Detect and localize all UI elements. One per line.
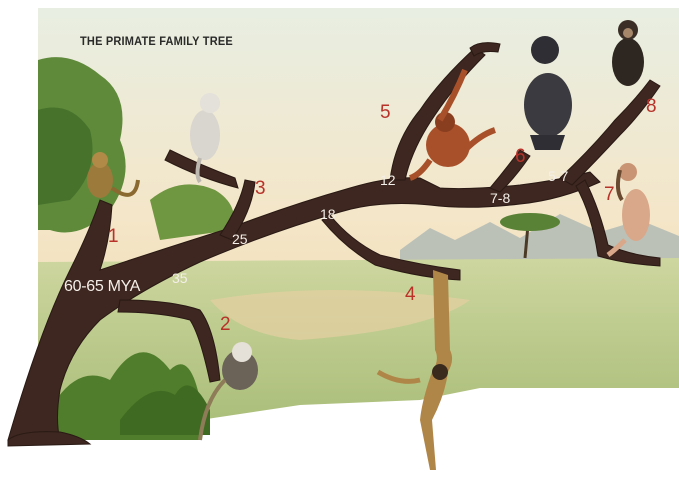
age-label-5-7: 5-7: [548, 168, 568, 184]
primate-number-3: 3: [255, 178, 266, 200]
primate-number-1: 1: [108, 226, 119, 248]
primate-3-figure: [190, 110, 220, 160]
diagram-title: THE PRIMATE FAMILY TREE: [80, 36, 233, 49]
primate-8-figure: [612, 38, 644, 86]
primate-number-7: 7: [604, 184, 615, 206]
age-label-18: 18: [320, 206, 336, 222]
primate-7-figure: [622, 189, 650, 241]
primate-6-figure: [524, 73, 572, 137]
primate-number-4: 4: [405, 284, 416, 306]
age-label-root: 60-65 MYA: [64, 278, 140, 296]
age-label-7-8: 7-8: [490, 190, 510, 206]
acacia-tree: [500, 213, 560, 231]
age-label-12: 12: [380, 172, 396, 188]
primate-number-8: 8: [646, 96, 657, 118]
primate-number-6: 6: [515, 146, 526, 168]
primate-number-5: 5: [380, 102, 391, 124]
age-label-25: 25: [232, 231, 248, 247]
primate-number-2: 2: [220, 314, 231, 336]
age-label-35: 35: [172, 270, 188, 286]
